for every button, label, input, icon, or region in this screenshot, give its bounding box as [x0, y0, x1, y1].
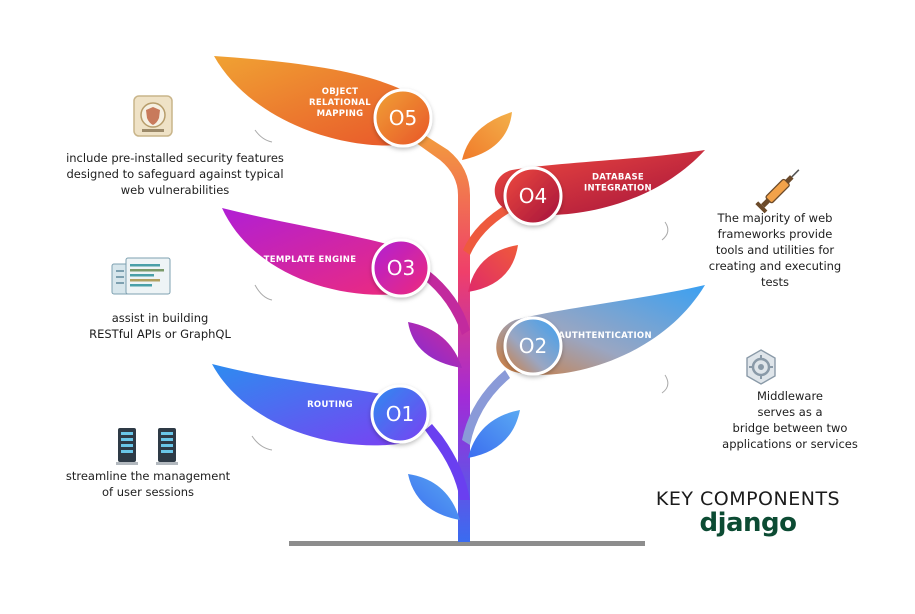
- small-leaf: [468, 245, 518, 292]
- description-02-line: applications or services: [722, 437, 858, 451]
- leaf-03-badge: [371, 238, 431, 298]
- tree-trunk: [405, 127, 470, 542]
- description-01: streamline the management of user session…: [48, 468, 248, 500]
- leaf-03-number: O3: [387, 256, 415, 280]
- leaf-05-title-line: MAPPING: [317, 109, 364, 119]
- leaf-05-title-line: OBJECT: [322, 87, 359, 97]
- description-01-line: streamline the management: [65, 469, 231, 483]
- leaf-05-title-line: RELATIONAL: [309, 98, 371, 108]
- leaf-04-number: O4: [519, 184, 547, 208]
- leaf-04-title-line: INTEGRATION: [584, 184, 652, 194]
- leaf-02-title: AUTHTENTICATION: [558, 331, 652, 341]
- description-04-line: tests: [760, 275, 790, 289]
- description-03-line: assist in building: [111, 311, 209, 325]
- document-code-icon: [111, 257, 171, 295]
- description-01-line: of user sessions: [101, 485, 195, 499]
- description-05: include pre-installed security features d…: [30, 150, 320, 198]
- small-leaf: [408, 322, 462, 368]
- leaf-02-title-line: AUTHTENTICATION: [558, 331, 652, 341]
- leaf-04-title-line: DATABASE: [592, 173, 644, 183]
- leaf-02-number: O2: [519, 334, 547, 358]
- leaf-05-number: O5: [389, 106, 417, 130]
- syringe-icon: [755, 169, 800, 214]
- description-02-line: Middleware: [757, 389, 823, 403]
- description-05-line: include pre-installed security features: [66, 151, 284, 165]
- branch-3: [422, 270, 470, 335]
- small-leaf: [462, 112, 512, 160]
- leaf-01-badge: [370, 384, 430, 444]
- description-02-line: serves as a: [757, 405, 823, 419]
- leaf-01-title: ROUTING: [307, 400, 353, 410]
- brand-title: KEY COMPONENTS: [655, 488, 841, 510]
- description-04-line: frameworks provide: [717, 227, 833, 241]
- branch-4: [463, 202, 514, 255]
- shield-certificate-icon: [133, 95, 173, 137]
- description-04: The majority of web frameworks provide too…: [690, 210, 860, 290]
- leaf-02-badge: [503, 316, 563, 376]
- description-05-line: designed to safeguard against typical: [66, 167, 284, 181]
- django-logo: django: [699, 508, 797, 538]
- branch-1: [425, 424, 470, 500]
- leaf-03-title: TEMPLATE ENGINE: [264, 255, 357, 265]
- description-02: Middleware serves as a bridge between two a…: [690, 388, 890, 452]
- small-leaf: [468, 410, 520, 458]
- description-03-line: RESTful APIs or GraphQL: [89, 327, 231, 341]
- description-02-line: bridge between two: [732, 421, 848, 435]
- leaf-03-title-line: TEMPLATE ENGINE: [264, 255, 357, 265]
- leaf-02: AUTHTENTICATION O2: [496, 285, 705, 394]
- description-04-line: tools and utilities for: [715, 243, 835, 257]
- branch-2: [462, 370, 510, 445]
- description-04-line: creating and executing: [708, 259, 842, 273]
- leaf-01-number: O1: [386, 402, 414, 426]
- leaf-01: ROUTING O1: [212, 364, 430, 451]
- leaf-04-badge: [503, 166, 563, 226]
- server-rack-icon: [116, 428, 178, 465]
- leaf-01-title-line: ROUTING: [307, 400, 353, 410]
- ground-line: [289, 541, 645, 546]
- leaf-05-badge: [373, 88, 433, 148]
- description-04-line: The majority of web: [717, 211, 833, 225]
- description-05-line: web vulnerabilities: [120, 183, 230, 197]
- gear-network-icon: [746, 349, 776, 385]
- small-leaf: [408, 474, 460, 520]
- leaf-03: TEMPLATE ENGINE O3: [222, 208, 431, 301]
